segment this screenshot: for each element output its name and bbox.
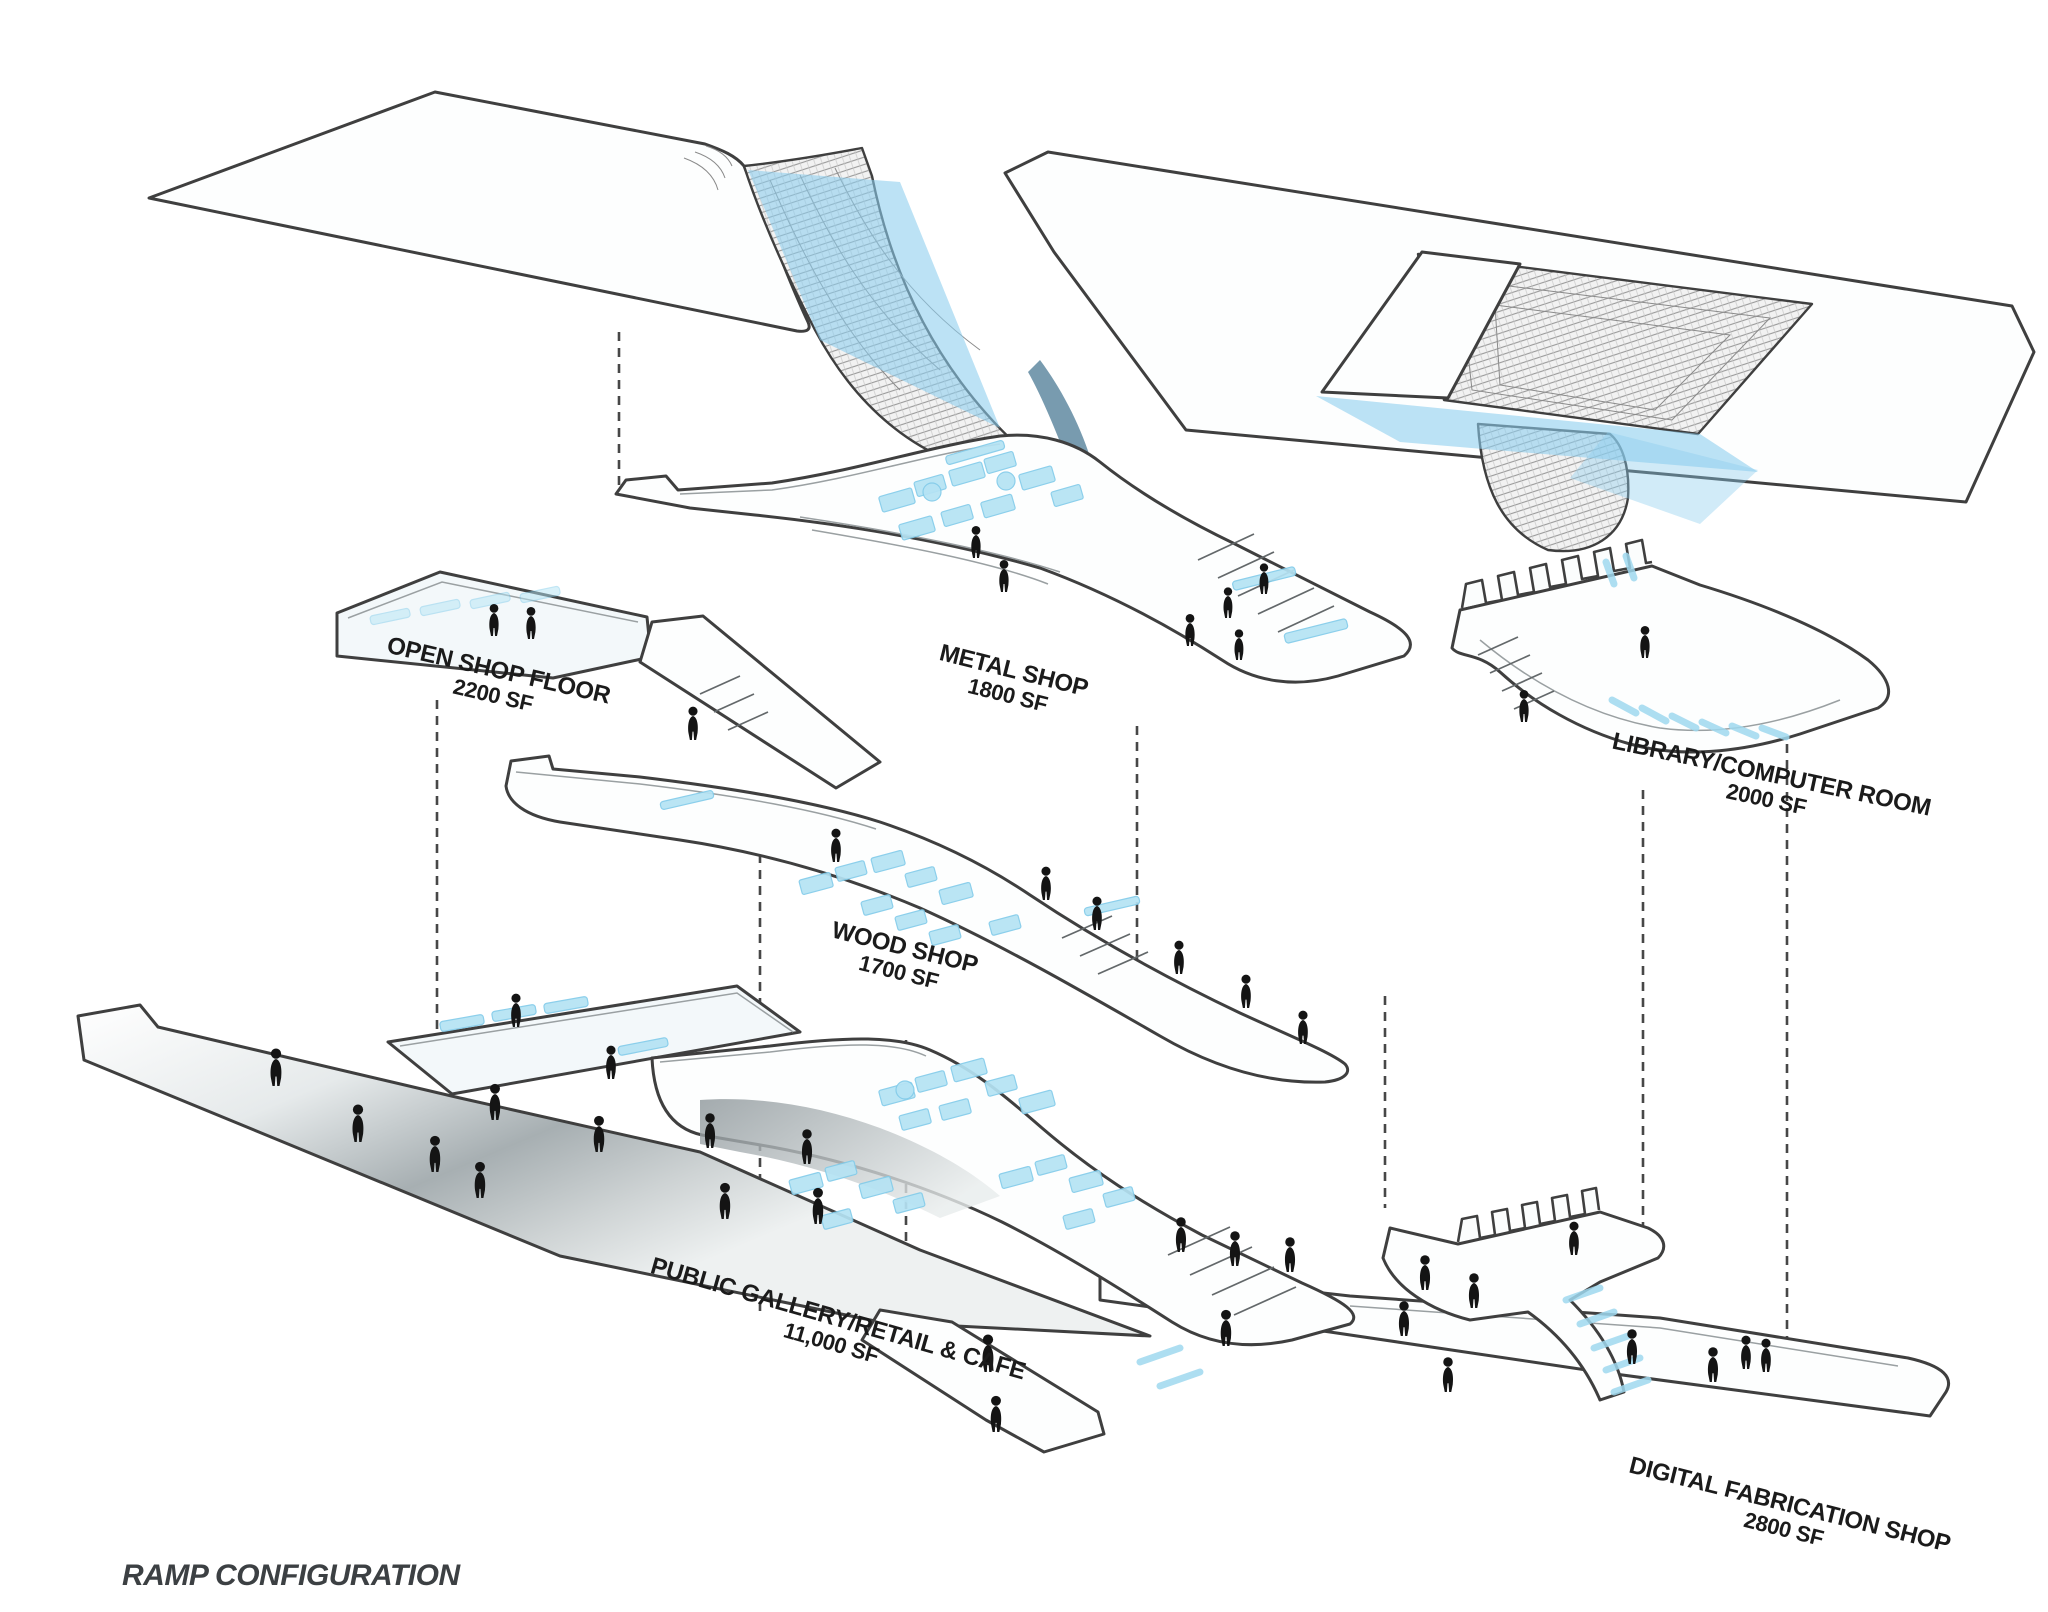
level-library-computer-room <box>1450 538 1890 754</box>
person-figure <box>971 526 981 558</box>
ground-plane-level <box>147 90 2036 553</box>
person-figure <box>606 1045 616 1079</box>
library-shelves <box>1602 552 1790 741</box>
person-figure <box>1519 690 1529 722</box>
label-library-computer-room: LIBRARY/COMPUTER ROOM 2000 SF <box>1610 728 1933 822</box>
open-shop-equipment-cluster <box>369 585 561 626</box>
gallery-equipment-cluster <box>439 996 1136 1230</box>
digital-fab-stair-cascade <box>1136 1284 1652 1396</box>
level-public-gallery <box>76 984 1951 1454</box>
funnel-right-floor <box>1320 250 1522 400</box>
glass-panel-right <box>1316 396 1758 472</box>
person-figure <box>1284 1237 1296 1272</box>
level-metal-shop <box>614 433 1412 684</box>
diagram-caption: RAMP CONFIGURATION <box>122 1559 461 1592</box>
gallery-branch-plate <box>386 984 802 1096</box>
open-shop-ramp <box>638 614 882 790</box>
gallery-ramp-wedge <box>76 1003 1152 1338</box>
metal-shop-equipment-cluster <box>878 439 1349 644</box>
person-figure <box>1041 866 1051 900</box>
person-figure <box>1442 1357 1454 1392</box>
label-digital-fabrication-shop: DIGITAL FABRICATION SHOP 2800 SF <box>1626 1452 1953 1558</box>
person-figure <box>1092 896 1102 930</box>
person-figure <box>1241 974 1251 1008</box>
funnel-rim-steps <box>683 145 733 191</box>
person-figure <box>688 706 698 740</box>
wood-shop-equipment-cluster <box>659 790 1141 946</box>
level-wood-shop <box>504 754 1350 1084</box>
glass-panel-right-lower <box>1570 432 1758 524</box>
person-figure <box>999 560 1009 592</box>
person-figure <box>1298 1010 1308 1044</box>
person-figure <box>1174 940 1184 974</box>
gallery-lower-tab <box>860 1308 1106 1454</box>
glass-panel-left <box>748 170 1000 428</box>
gallery-central-opening <box>700 1099 1000 1218</box>
digital-fab-comb-structure <box>1456 1186 1601 1243</box>
library-plate <box>1450 564 1890 754</box>
level-open-shop-floor <box>335 570 882 790</box>
ground-plate-left <box>147 90 811 333</box>
label-metal-shop: METAL SHOP 1800 SF <box>937 639 1091 717</box>
